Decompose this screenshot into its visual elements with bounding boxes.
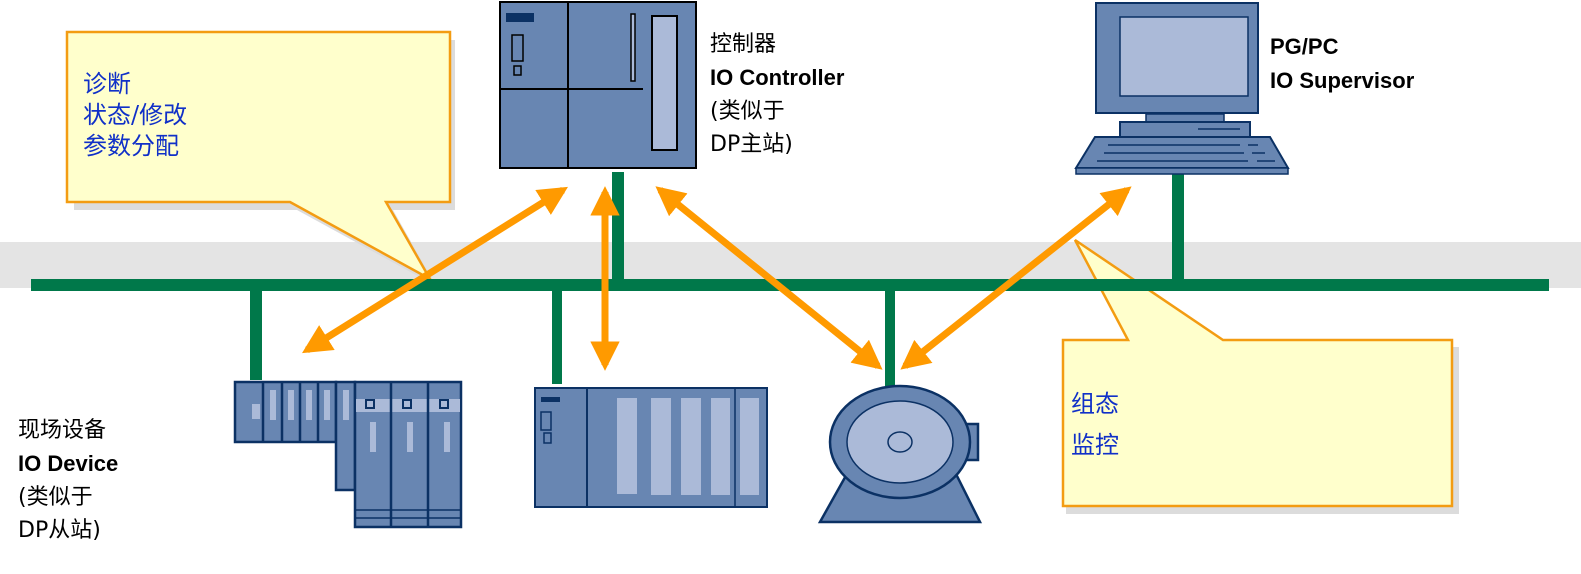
plc-rack-icon: [534, 387, 768, 508]
bus-drop-supervisor: [1172, 172, 1184, 282]
bus-drop-drive: [885, 288, 895, 392]
controller-label-cn: 控制器: [710, 32, 777, 57]
device-label-note1: (类似于: [18, 485, 93, 510]
controller-label: 控制器 IO Controller (类似于 DP主站): [710, 28, 844, 161]
callout-line: 状态/修改: [83, 101, 188, 129]
callout-line: 组态: [1071, 390, 1119, 418]
callout-monitoring: [1061, 238, 1459, 514]
callout-diagnostics-text: 诊断 状态/修改 参数分配: [83, 69, 187, 162]
plc-controller-icon: [499, 1, 697, 169]
callout-line: 参数分配: [83, 132, 179, 160]
bus-drop-controller: [612, 172, 624, 282]
arrow-controller-device: [302, 186, 568, 354]
motor-icon: [817, 384, 983, 524]
bus-drop-rack: [552, 288, 562, 384]
device-label-cn: 现场设备: [18, 418, 107, 443]
io-device-rack-icon: [233, 380, 463, 529]
arrow-supervisor-drive: [900, 186, 1132, 370]
communication-arrows: [302, 186, 1132, 371]
supervisor-label: PG/PC IO Supervisor: [1270, 30, 1414, 98]
device-label-note2: DP从站): [18, 518, 101, 543]
device-label-en: IO Device: [18, 451, 119, 476]
controller-label-note1: (类似于: [710, 99, 785, 124]
supervisor-label-line1: PG/PC: [1270, 34, 1339, 59]
callout-line: 监控: [1071, 431, 1119, 459]
computer-icon: [1074, 2, 1290, 175]
callout-monitoring-text: 组态 监控: [1071, 384, 1119, 466]
callout-line: 诊断: [83, 70, 131, 98]
arrow-controller-drive: [655, 186, 883, 370]
controller-label-en: IO Controller: [710, 65, 845, 90]
bus-drop-device: [250, 288, 262, 380]
controller-label-note2: DP主站): [710, 132, 793, 157]
device-label: 现场设备 IO Device (类似于 DP从站): [18, 414, 118, 547]
supervisor-label-line2: IO Supervisor: [1270, 68, 1415, 93]
